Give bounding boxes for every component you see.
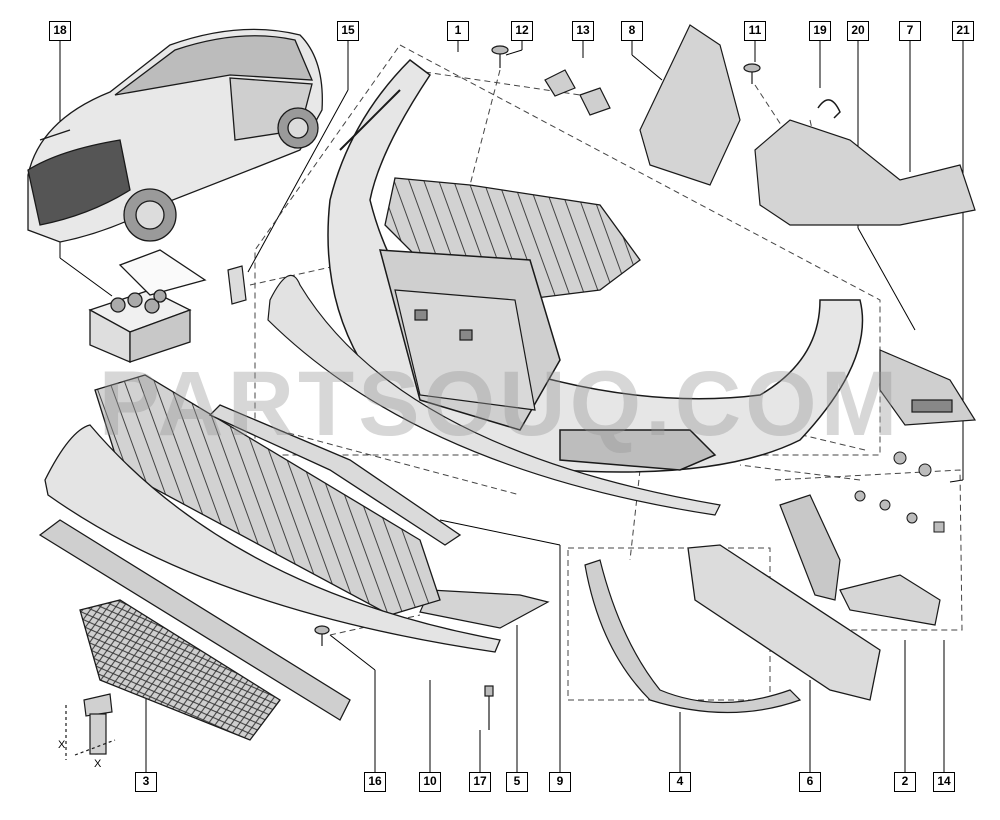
callout-17[interactable]: 17 bbox=[469, 772, 491, 792]
undertray-5 bbox=[419, 589, 550, 629]
callout-11[interactable]: 11 bbox=[744, 21, 766, 41]
tow-hook-cap bbox=[227, 265, 247, 305]
callout-16[interactable]: 16 bbox=[364, 772, 386, 792]
screws bbox=[491, 45, 761, 84]
callout-1[interactable]: 1 bbox=[447, 21, 469, 41]
clip-set-21 bbox=[854, 451, 945, 533]
lower-grille-3 bbox=[38, 519, 351, 741]
lower-molding-4 bbox=[584, 559, 802, 714]
trim-strip-9 bbox=[267, 274, 721, 516]
front-lip-10 bbox=[44, 424, 501, 653]
callout-15[interactable]: 15 bbox=[337, 21, 359, 41]
fastener-kit-box bbox=[88, 249, 207, 363]
callout-3[interactable]: 3 bbox=[135, 772, 157, 792]
vehicle-thumbnail bbox=[27, 28, 323, 243]
callout-8[interactable]: 8 bbox=[621, 21, 643, 41]
dimension-mark-vertical: X bbox=[58, 739, 66, 751]
energy-absorber bbox=[687, 544, 881, 701]
callout-4[interactable]: 4 bbox=[669, 772, 691, 792]
dimension-mark-horizontal: X bbox=[94, 758, 102, 770]
grille-mount bbox=[394, 289, 536, 411]
callout-5[interactable]: 5 bbox=[506, 772, 528, 792]
callout-18[interactable]: 18 bbox=[49, 21, 71, 41]
callout-12[interactable]: 12 bbox=[511, 21, 533, 41]
fasteners-lower bbox=[314, 625, 494, 730]
side-trim-14 bbox=[779, 494, 941, 626]
callout-10[interactable]: 10 bbox=[419, 772, 441, 792]
callout-6[interactable]: 6 bbox=[799, 772, 821, 792]
side-bracket-7 bbox=[754, 119, 976, 226]
bolt-detail bbox=[65, 693, 116, 760]
fog-lamp-bezel-right bbox=[879, 349, 977, 426]
callout-20[interactable]: 20 bbox=[847, 21, 869, 41]
callout-7[interactable]: 7 bbox=[899, 21, 921, 41]
callout-14[interactable]: 14 bbox=[933, 772, 955, 792]
clips-13 bbox=[544, 69, 611, 116]
callout-2[interactable]: 2 bbox=[894, 772, 916, 792]
callout-13[interactable]: 13 bbox=[572, 21, 594, 41]
side-bracket-8 bbox=[639, 24, 741, 186]
callout-19[interactable]: 19 bbox=[809, 21, 831, 41]
spring-clip bbox=[817, 99, 841, 119]
callout-21[interactable]: 21 bbox=[952, 21, 974, 41]
callout-9[interactable]: 9 bbox=[549, 772, 571, 792]
